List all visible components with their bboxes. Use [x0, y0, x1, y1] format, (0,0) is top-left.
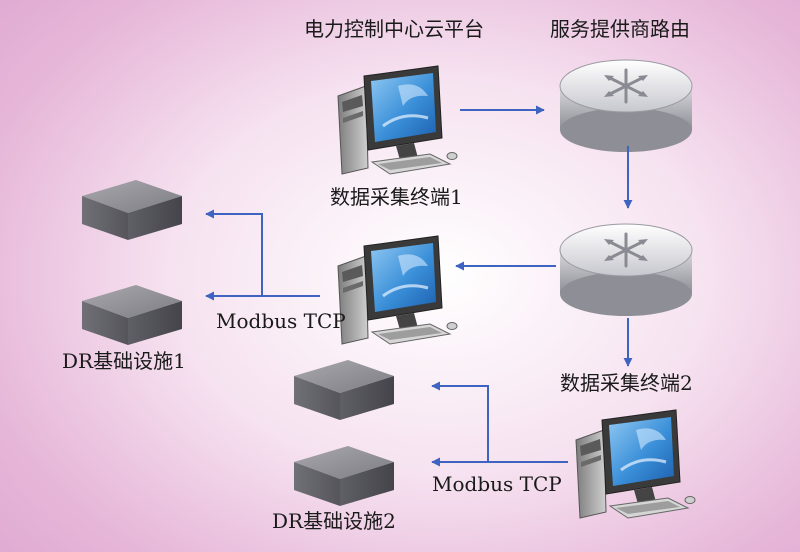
dr1-server-box-icon	[82, 285, 182, 345]
terminal-1-label: 数据采集终端1	[330, 185, 463, 209]
cloud-platform-label: 电力控制中心云平台	[304, 17, 484, 41]
arrow-terminal1-to-dr1-top	[205, 209, 320, 297]
cloud-platform-computer-icon	[336, 64, 459, 176]
dr-infrastructure-1-label: DR基础设施1	[62, 349, 186, 373]
modbus-tcp-label-2: Modbus TCP	[432, 472, 562, 496]
terminal-2-label: 数据采集终端2	[560, 371, 693, 395]
dr-infrastructure-2-label: DR基础设施2	[272, 509, 396, 533]
modbus-tcp-label-1: Modbus TCP	[216, 309, 346, 333]
provider-router-icon	[558, 58, 694, 154]
arrow-terminal2-to-dr2-top	[431, 381, 568, 463]
router-2-icon	[558, 222, 694, 318]
dr2-server-box-icon	[294, 360, 394, 420]
terminal-1-computer-icon	[336, 234, 459, 346]
dr1-server-box-icon	[82, 180, 182, 240]
dr2-server-box-icon	[294, 446, 394, 506]
terminal-2-computer-icon	[574, 408, 697, 520]
provider-router-label: 服务提供商路由	[550, 17, 690, 41]
